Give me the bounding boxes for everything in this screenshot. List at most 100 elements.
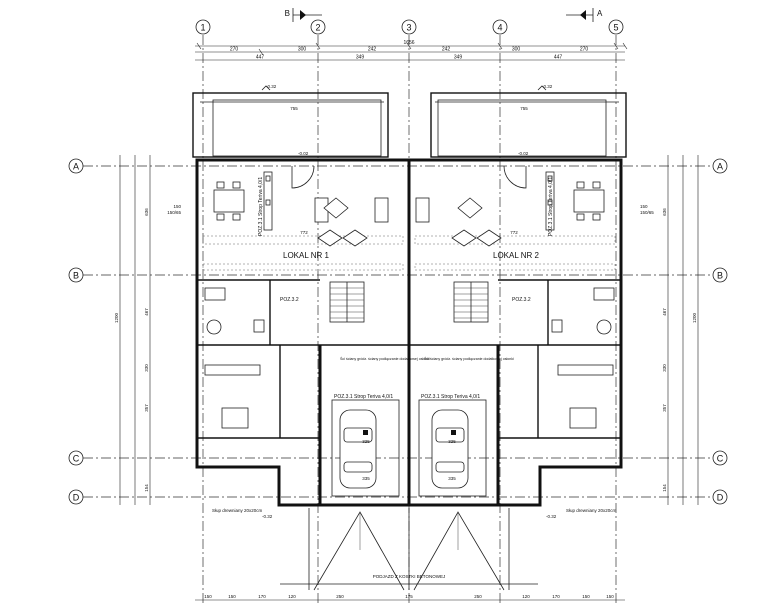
building-outline [195, 158, 623, 507]
door-swing-icon [503, 165, 527, 189]
svg-text:1200: 1200 [692, 312, 697, 323]
svg-text:150: 150 [228, 594, 236, 599]
side-dimensions-right: 1200 636 467 330 357 154 [662, 155, 699, 505]
level-marks: -0.02 -0.02 -0.32 -0.32 [262, 151, 557, 519]
svg-text:755: 755 [520, 106, 528, 111]
room-dimensions: 772 772 325 325 335 335 150 150/65 150/6… [167, 204, 654, 481]
svg-text:-0.02: -0.02 [518, 151, 529, 156]
svg-text:300: 300 [512, 47, 521, 53]
svg-text:D: D [717, 493, 724, 503]
svg-text:120: 120 [522, 594, 530, 599]
svg-text:330: 330 [662, 364, 667, 372]
svg-text:467: 467 [144, 308, 149, 316]
svg-text:POZ.3.1 Strop Teriva 4,0/1: POZ.3.1 Strop Teriva 4,0/1 [334, 394, 393, 400]
svg-text:772: 772 [510, 230, 518, 235]
svg-text:325: 325 [448, 439, 456, 444]
svg-text:Ści ściany gródz. ściany podłą: Ści ściany gródz. ściany podłączanie dod… [424, 356, 514, 361]
section-arrow-icon [300, 10, 306, 20]
axis-grid [83, 35, 713, 603]
axis-bubble-icon: D [712, 489, 728, 505]
svg-text:349: 349 [454, 55, 463, 61]
svg-text:170: 170 [258, 594, 266, 599]
svg-text:-0.32: -0.32 [542, 84, 553, 89]
svg-text:POZ.3.1 Strop Teriva 4,0/1: POZ.3.1 Strop Teriva 4,0/1 [421, 394, 480, 400]
svg-text:150: 150 [640, 204, 648, 209]
svg-text:150: 150 [173, 204, 181, 209]
svg-text:325: 325 [362, 439, 370, 444]
svg-text:120: 120 [288, 594, 296, 599]
axis-bubble-icon: B [712, 267, 728, 283]
axis-bubble-icon: 1 [195, 19, 211, 35]
notes: Ści ściany gródz. ściany podłączanie dod… [212, 356, 617, 513]
svg-text:2: 2 [315, 23, 320, 33]
svg-text:A: A [73, 162, 79, 172]
bottom-dimensions: 150 150 170 120 250 175 250 120 170 150 … [195, 594, 625, 601]
svg-text:150/65: 150/65 [167, 210, 181, 215]
furniture-right [415, 165, 615, 429]
svg-text:5: 5 [613, 23, 618, 33]
svg-text:POZ.3.1 Strop Teriva 4,0/1: POZ.3.1 Strop Teriva 4,0/1 [548, 177, 554, 236]
svg-text:447: 447 [554, 55, 563, 61]
svg-text:250: 250 [336, 594, 344, 599]
car-icon [339, 409, 377, 489]
svg-text:357: 357 [144, 404, 149, 412]
svg-text:175: 175 [405, 594, 413, 599]
svg-text:270: 270 [230, 47, 239, 53]
svg-text:1656: 1656 [403, 40, 414, 46]
axis-bubble-icon: 5 [608, 19, 624, 35]
svg-text:335: 335 [362, 476, 370, 481]
terrace-left: 755 -0.32 [192, 84, 389, 158]
svg-text:154: 154 [662, 484, 667, 492]
axis-bubble-icon: D [68, 489, 84, 505]
svg-text:154: 154 [144, 484, 149, 492]
svg-text:POZ.3.1 Strop Teriva 4,0/1: POZ.3.1 Strop Teriva 4,0/1 [258, 177, 264, 236]
svg-text:242: 242 [368, 47, 377, 53]
svg-text:447: 447 [256, 55, 265, 61]
svg-text:250: 250 [474, 594, 482, 599]
svg-text:150/65: 150/65 [640, 210, 654, 215]
svg-text:349: 349 [356, 55, 365, 61]
svg-text:300: 300 [298, 47, 307, 53]
garage-right [418, 399, 487, 497]
unit-name-right: LOKAL NR 2 [493, 251, 539, 260]
svg-text:B: B [285, 9, 290, 18]
svg-text:636: 636 [662, 208, 667, 216]
driveway: PODJAZD Z KOSTKI BETONOWEJ [280, 508, 538, 591]
svg-text:C: C [73, 454, 80, 464]
furniture-left [204, 165, 389, 429]
svg-text:Ści ściany gródz. ściany podłą: Ści ściany gródz. ściany podłączanie dod… [340, 356, 430, 361]
svg-text:POZ.3.2: POZ.3.2 [280, 297, 299, 303]
svg-text:-0.32: -0.32 [262, 514, 273, 519]
svg-text:270: 270 [580, 47, 589, 53]
svg-text:1200: 1200 [114, 312, 119, 323]
svg-text:B: B [717, 271, 723, 281]
side-dimensions-left: 1200 636 467 330 357 154 [114, 155, 151, 505]
svg-text:B: B [73, 271, 79, 281]
axis-bubble-icon: C [68, 450, 84, 466]
svg-text:242: 242 [442, 47, 451, 53]
svg-text:-0.32: -0.32 [546, 514, 557, 519]
garage-left [331, 399, 400, 497]
svg-text:Słup drewniany 20x20cm: Słup drewniany 20x20cm [212, 508, 263, 513]
unit-name-left: LOKAL NR 1 [283, 251, 329, 260]
svg-text:POZ.3.2: POZ.3.2 [512, 297, 531, 303]
svg-text:636: 636 [144, 208, 149, 216]
svg-text:-0.32: -0.32 [266, 84, 277, 89]
axis-bubble-icon: 3 [401, 19, 417, 35]
terrace-right: 755 -0.32 [430, 84, 627, 158]
svg-text:150: 150 [606, 594, 614, 599]
axis-bubble-icon: B [68, 267, 84, 283]
section-arrow-icon [580, 10, 586, 20]
axis-bubble-icon: 4 [492, 19, 508, 35]
svg-text:-0.02: -0.02 [298, 151, 309, 156]
svg-text:335: 335 [448, 476, 456, 481]
svg-text:Słup drewniany 20x20cm: Słup drewniany 20x20cm [566, 508, 617, 513]
svg-text:467: 467 [662, 308, 667, 316]
section-marker-left: B [285, 8, 322, 22]
svg-text:150: 150 [582, 594, 590, 599]
svg-text:150: 150 [204, 594, 212, 599]
top-dimensions: 1656 270 300 242 242 300 270 447 349 349… [195, 40, 628, 61]
unit-labels: LOKAL NR 1 LOKAL NR 2 [283, 251, 539, 260]
column-axis-bubbles: 1 2 3 4 5 [195, 19, 624, 35]
axis-bubble-icon: A [68, 158, 84, 174]
